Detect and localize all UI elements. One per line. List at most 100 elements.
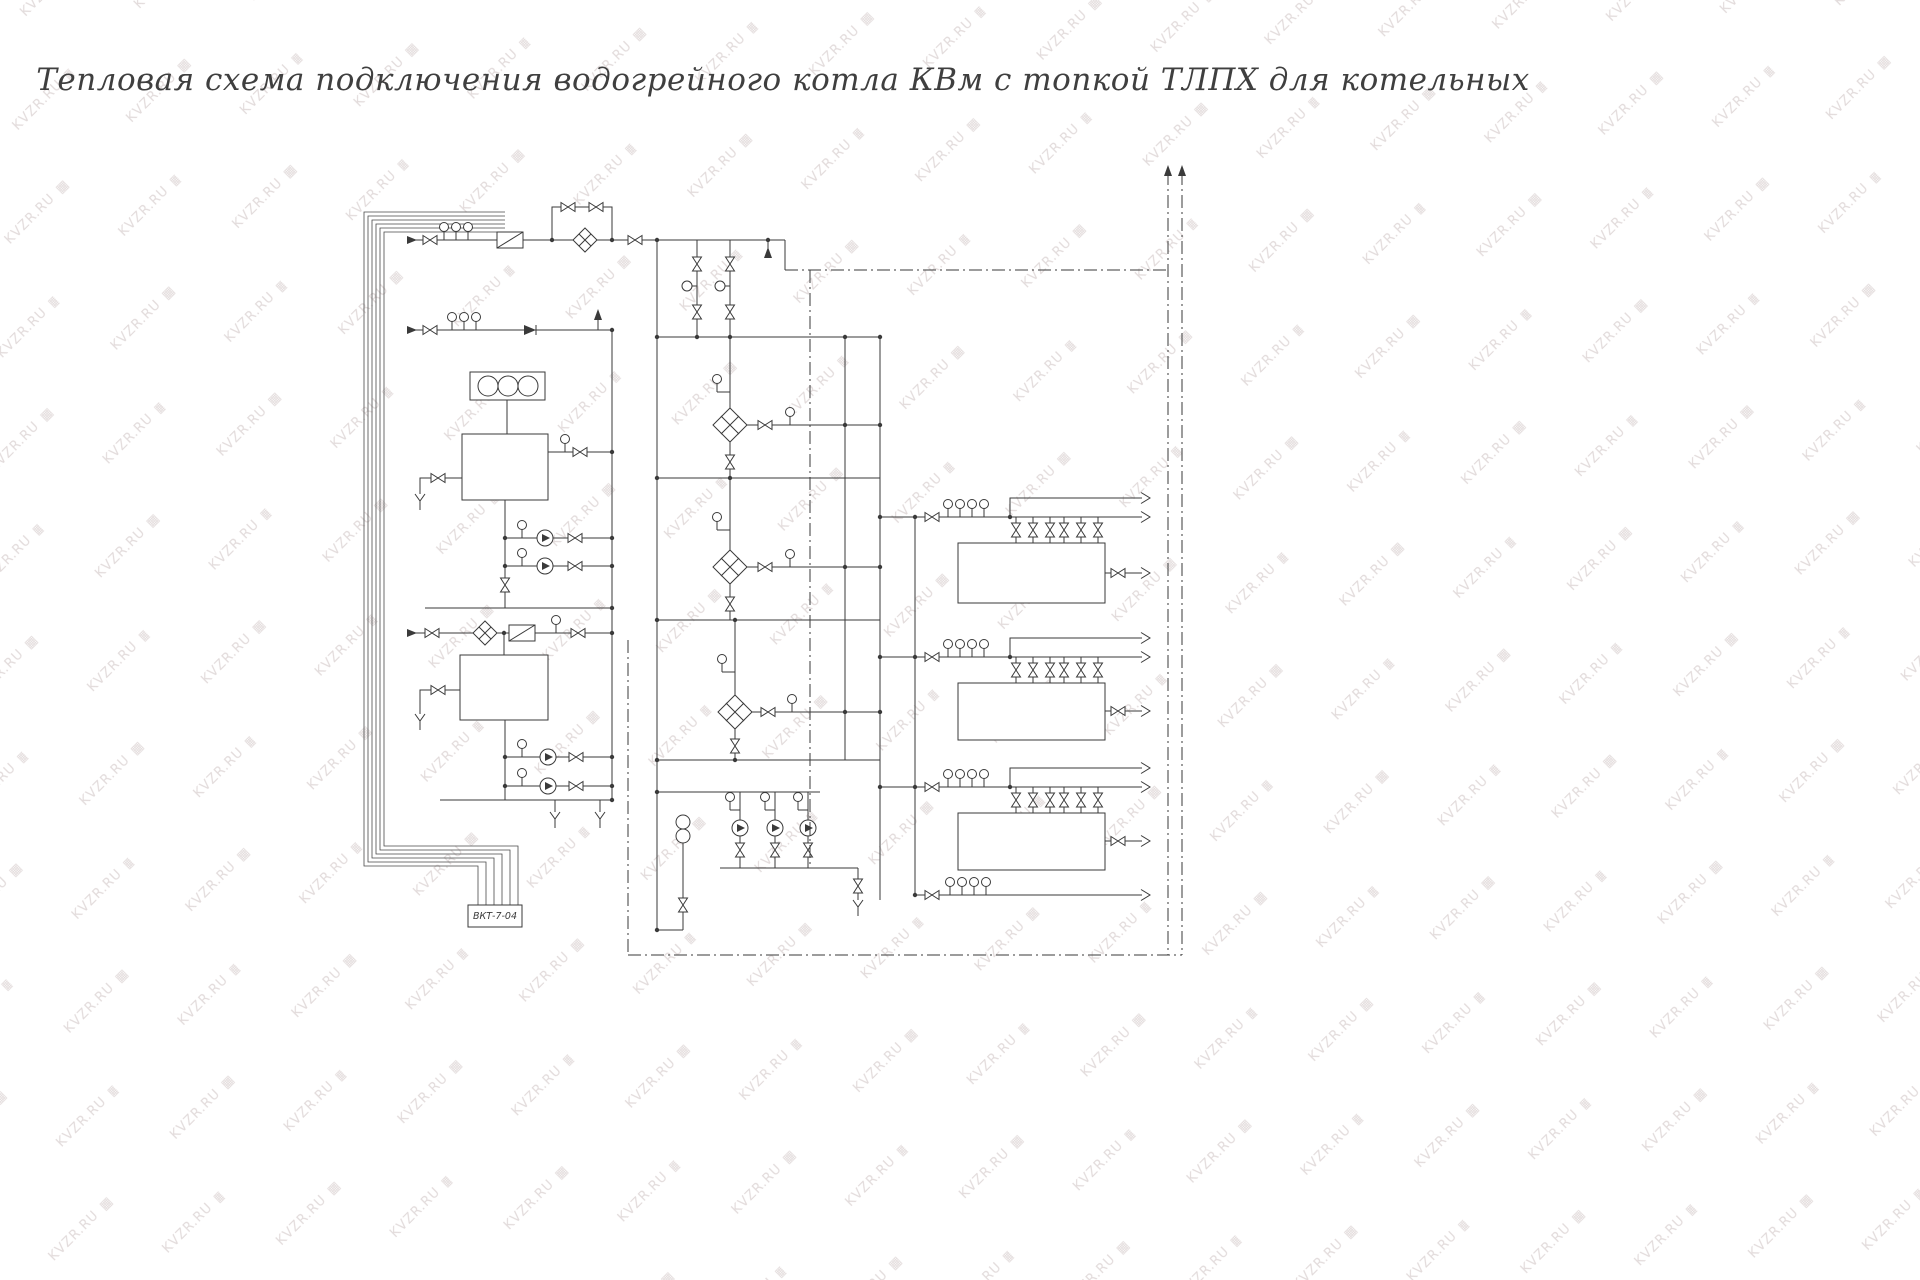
- controller-box: [467, 904, 523, 928]
- valve-icon: [627, 235, 643, 245]
- drain-icon: [414, 713, 426, 731]
- pump-icon: [536, 529, 554, 547]
- gauge-icon: [714, 280, 726, 292]
- valve-icon: [1011, 522, 1021, 538]
- gauge-icon: [981, 877, 991, 896]
- consumer-block-3: [957, 812, 1106, 871]
- connection-arrow-icon: [1140, 651, 1151, 663]
- valve-icon: [570, 628, 586, 638]
- valve-icon: [1076, 792, 1086, 808]
- valve-icon: [1059, 662, 1069, 678]
- gauge-icon: [760, 792, 770, 811]
- valve-icon: [1093, 522, 1103, 538]
- valve-icon: [422, 235, 438, 245]
- network-pump-group: [657, 791, 864, 931]
- network-contour-dashdot: [627, 165, 1186, 956]
- gauge-icon: [969, 877, 979, 896]
- heat-exchanger-icon: [712, 407, 748, 443]
- gauge-icon: [955, 639, 965, 658]
- supply-header-top: [407, 202, 786, 336]
- connection-arrow-icon: [1140, 567, 1151, 579]
- valve-icon: [1110, 706, 1126, 716]
- heat-exchanger-unit-3: [717, 620, 880, 760]
- boiler-2-body: [459, 654, 549, 721]
- flow-arrow-icon: [407, 629, 417, 637]
- vent-arrow-icon: [764, 247, 772, 258]
- gauge-icon: [967, 499, 977, 518]
- drain-icon: [549, 811, 561, 829]
- gauge-icon: [979, 639, 989, 658]
- consumer-unit-2: [880, 632, 1151, 741]
- filter-icon: [508, 624, 536, 642]
- controller-label: ВКТ-7-04: [473, 911, 517, 922]
- expansion-vessel-icon: [675, 814, 691, 844]
- burner-icon: [497, 375, 519, 397]
- gauge-icon: [517, 768, 527, 787]
- connection-arrow-icon: [1140, 632, 1151, 644]
- valve-icon: [1093, 792, 1103, 808]
- gauge-icon: [967, 769, 977, 788]
- valve-icon: [770, 842, 780, 858]
- gauge-icon: [712, 374, 722, 393]
- gauge-icon: [943, 769, 953, 788]
- gauge-icon: [459, 312, 469, 331]
- valve-icon: [588, 202, 604, 212]
- flow-arrow-icon: [1178, 165, 1186, 176]
- gauge-icon: [979, 769, 989, 788]
- consumer-block-2: [957, 682, 1106, 741]
- valve-icon: [1045, 522, 1055, 538]
- flow-arrow-icon: [407, 326, 417, 334]
- gauge-icon: [451, 222, 461, 241]
- valve-icon: [1110, 836, 1126, 846]
- pump-icon: [731, 819, 749, 837]
- filter-icon: [496, 231, 524, 249]
- pump-icon: [766, 819, 784, 837]
- valve-icon: [1045, 662, 1055, 678]
- instrument-cable-bundle: [363, 211, 519, 905]
- valve-icon: [567, 561, 583, 571]
- connection-arrow-icon: [1140, 511, 1151, 523]
- gauge-icon: [945, 877, 955, 896]
- check-valve-icon: [523, 324, 537, 336]
- valve-icon: [735, 842, 745, 858]
- valve-icon: [692, 304, 702, 320]
- valve-icon: [725, 596, 735, 612]
- strainer-icon: [572, 227, 598, 253]
- valve-icon: [568, 752, 584, 762]
- valve-icon: [572, 447, 588, 457]
- valve-icon: [424, 628, 440, 638]
- gauge-icon: [967, 639, 977, 658]
- valve-icon: [1028, 792, 1038, 808]
- valve-icon: [1028, 522, 1038, 538]
- connection-arrow-icon: [1140, 762, 1151, 774]
- valve-icon: [853, 878, 863, 894]
- pump-icon: [539, 748, 557, 766]
- valve-icon: [725, 454, 735, 470]
- drain-icon: [852, 899, 864, 917]
- gauge-icon: [955, 499, 965, 518]
- connection-arrow-icon: [1140, 492, 1151, 504]
- heat-exchanger-icon: [712, 549, 748, 585]
- flow-arrow-icon: [1164, 165, 1172, 176]
- gauge-icon: [957, 877, 967, 896]
- valve-icon: [678, 897, 688, 913]
- valve-icon: [1076, 522, 1086, 538]
- gauge-icon: [551, 615, 561, 634]
- valve-icon: [924, 782, 940, 792]
- valve-icon: [1011, 792, 1021, 808]
- gauge-icon: [471, 312, 481, 331]
- gauge-icon: [785, 407, 795, 426]
- valve-icon: [568, 781, 584, 791]
- valve-icon: [760, 707, 776, 717]
- gauge-icon: [712, 512, 722, 531]
- valve-icon: [924, 890, 940, 900]
- pump-icon: [539, 777, 557, 795]
- valve-icon: [567, 533, 583, 543]
- gauge-icon: [787, 694, 797, 713]
- heat-exchanger-unit-2: [712, 478, 880, 620]
- boiler-unit-2: [407, 615, 612, 829]
- valve-icon: [1011, 662, 1021, 678]
- collectors: [657, 337, 916, 900]
- diagram-title: Тепловая схема подключения водогрейного …: [36, 62, 1530, 98]
